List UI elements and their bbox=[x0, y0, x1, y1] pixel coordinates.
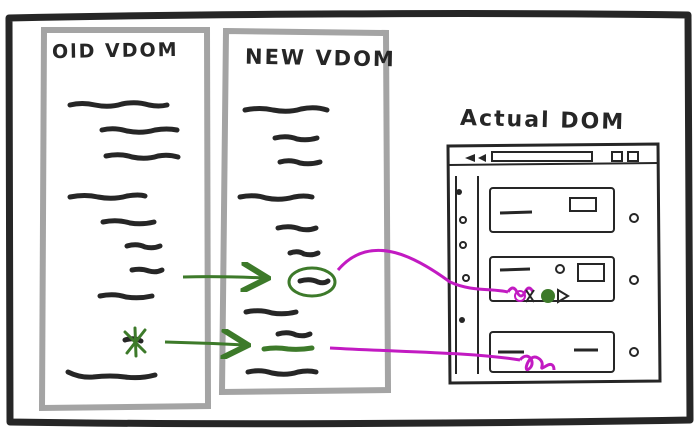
patch-line-changed bbox=[336, 248, 509, 294]
old-node-line bbox=[129, 266, 165, 275]
old-node-line bbox=[103, 152, 181, 161]
old-vdom-title: OlD VDOM bbox=[51, 38, 179, 64]
actual-dom-title: Actual DOM bbox=[459, 105, 626, 136]
old-node-line bbox=[100, 218, 157, 227]
dom-block bbox=[489, 187, 615, 233]
old-vdom-panel bbox=[38, 27, 212, 412]
asterisk-icon bbox=[123, 326, 147, 358]
new-vdom-panel bbox=[218, 27, 392, 396]
dom-block bbox=[489, 331, 615, 373]
new-vdom-title: NEW VDOM bbox=[244, 44, 397, 72]
new-node-line bbox=[242, 105, 330, 114]
old-node-line bbox=[124, 242, 163, 251]
old-node-line bbox=[97, 292, 155, 301]
old-node-line bbox=[65, 369, 158, 381]
new-changed-node-line bbox=[297, 277, 331, 286]
new-node-line bbox=[237, 193, 315, 202]
patch-target-removed bbox=[518, 354, 556, 372]
outer-frame bbox=[5, 10, 694, 428]
patch-line-removed bbox=[329, 346, 521, 362]
new-node-line bbox=[277, 158, 323, 167]
new-node-line bbox=[245, 368, 319, 377]
new-node-line bbox=[243, 308, 299, 317]
new-node-line bbox=[275, 330, 313, 339]
diff-arrow-removed bbox=[164, 342, 245, 345]
new-added-node-line bbox=[261, 345, 315, 352]
diff-arrow-changed bbox=[182, 277, 265, 278]
old-node-line bbox=[99, 126, 180, 135]
circle-icon bbox=[287, 266, 337, 298]
old-node-line bbox=[67, 100, 170, 109]
patch-target-changed bbox=[506, 286, 570, 304]
new-node-line bbox=[272, 134, 320, 143]
browser-window-icon bbox=[446, 142, 662, 385]
old-node-line bbox=[67, 192, 148, 201]
new-node-line bbox=[275, 224, 319, 233]
new-node-line bbox=[287, 249, 321, 258]
